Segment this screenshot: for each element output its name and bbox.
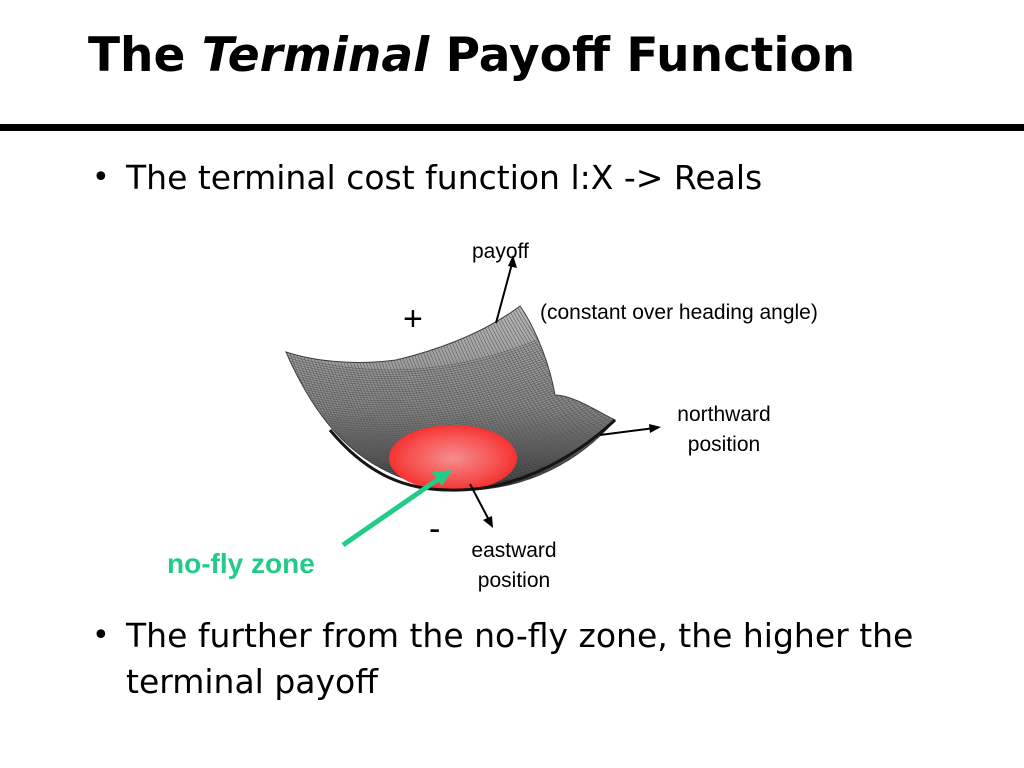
mesh-line: [454, 318, 536, 470]
north-label-line2: position: [687, 433, 761, 456]
north-arrowhead: [649, 424, 661, 433]
mesh-line: [496, 310, 587, 441]
payoff-label: payoff: [472, 240, 529, 263]
east-arrowhead: [483, 516, 493, 528]
mesh-line: [493, 311, 583, 443]
no-fly-arrowhead: [432, 470, 452, 486]
mesh-line: [330, 343, 385, 463]
east-axis-arrow: [469, 483, 491, 523]
bullet-2-text: The further from the no-fly zone, the hi…: [126, 616, 914, 701]
plus-sign: +: [403, 300, 423, 338]
title-divider: [0, 124, 1024, 131]
east-axis-label: eastward position: [458, 536, 570, 596]
mesh-line: [318, 345, 370, 455]
mesh-line: [306, 347, 356, 446]
mesh-line: [481, 313, 569, 452]
minus-sign: -: [429, 510, 441, 548]
north-axis-label: northward position: [668, 400, 780, 460]
mesh-line: [457, 318, 540, 468]
east-label-line2: position: [477, 569, 551, 592]
title-emphasis: Terminal: [201, 28, 430, 83]
payoff-arrowhead: [508, 255, 517, 268]
bullet-1: • The terminal cost function l:X -> Real…: [92, 155, 972, 201]
bullet-dot: •: [92, 618, 110, 653]
mesh-line: [333, 342, 388, 464]
slide-title: The Terminal Payoff Function: [88, 30, 855, 82]
bullet-1-text: The terminal cost function l:X -> Reals: [126, 158, 763, 197]
mesh-line: [327, 343, 381, 461]
axis-arrows: [469, 255, 661, 528]
east-label-line1: eastward: [471, 539, 557, 562]
north-label-line1: northward: [677, 403, 771, 426]
no-fly-pointer: [341, 470, 452, 548]
bullet-dot: •: [92, 160, 110, 195]
title-pre: The: [88, 28, 202, 83]
no-fly-arrow: [341, 475, 442, 548]
north-axis-arrow: [599, 427, 656, 436]
mesh-line: [463, 316, 547, 464]
mesh-line: [501, 309, 594, 436]
no-fly-zone-region: [389, 425, 517, 491]
mesh-line: [475, 314, 562, 456]
payoff-axis-arrow: [495, 259, 514, 324]
no-fly-zone-label: no-fly zone: [167, 548, 315, 579]
mesh-line: [300, 348, 349, 442]
surface-bottom-edge: [328, 418, 617, 492]
mesh-line: [499, 309, 590, 438]
mesh-line: [472, 315, 558, 458]
mesh-line: [484, 312, 572, 450]
mesh-line: [451, 319, 533, 471]
title-post: Payoff Function: [429, 28, 856, 83]
heading-note: (constant over heading angle): [540, 301, 818, 324]
bullet-2: • The further from the no-fly zone, the …: [92, 613, 972, 705]
